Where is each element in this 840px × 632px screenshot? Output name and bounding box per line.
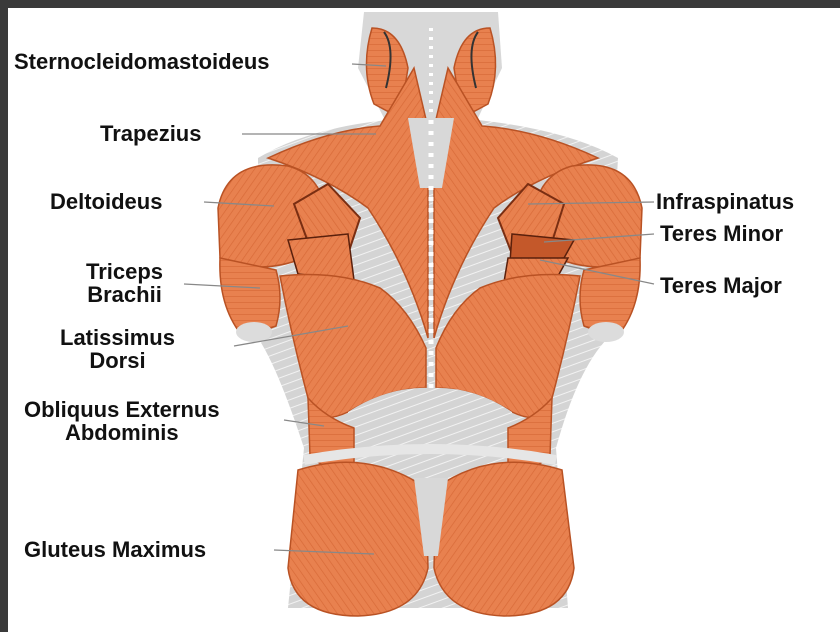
label-triceps-line1: Triceps xyxy=(86,260,163,283)
label-teres-major: Teres Major xyxy=(660,274,782,297)
label-sternocleidomastoideus: Sternocleidomastoideus xyxy=(14,50,270,73)
label-latissimus-dorsi: Latissimus Dorsi xyxy=(60,326,175,372)
label-latissimus-line2: Dorsi xyxy=(60,349,175,372)
teres-left-shape xyxy=(288,234,354,280)
label-latissimus-line1: Latissimus xyxy=(60,326,175,349)
label-obliquus-externus-abdominis: Obliquus Externus Abdominis xyxy=(24,398,220,444)
label-triceps-line2: Brachii xyxy=(86,283,163,306)
label-teres-minor: Teres Minor xyxy=(660,222,783,245)
gluteus-left-shape xyxy=(288,462,428,616)
label-infraspinatus: Infraspinatus xyxy=(656,190,794,213)
elbow-left xyxy=(236,322,272,342)
elbow-right xyxy=(588,322,624,342)
gluteus-right-shape xyxy=(434,462,574,616)
label-trapezius: Trapezius xyxy=(100,122,201,145)
label-triceps-brachii: Triceps Brachii xyxy=(86,260,163,306)
label-deltoideus: Deltoideus xyxy=(50,190,162,213)
label-gluteus-maximus: Gluteus Maximus xyxy=(24,538,206,561)
anatomy-diagram: Sternocleidomastoideus Trapezius Deltoid… xyxy=(8,8,840,632)
label-obliquus-line1: Obliquus Externus xyxy=(24,398,220,421)
label-obliquus-line2: Abdominis xyxy=(24,421,220,444)
